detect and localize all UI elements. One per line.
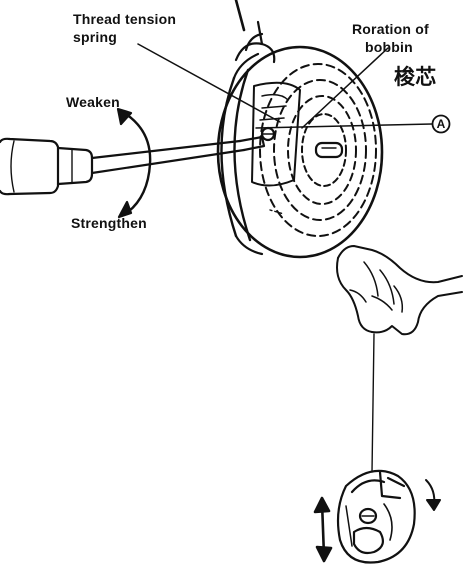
leader-lines xyxy=(138,44,432,128)
hanging-bobbin-case-illustration xyxy=(338,471,415,563)
label-bobbin: bobbin xyxy=(365,40,413,55)
hand-illustration xyxy=(337,246,462,334)
label-rotation-of: Roration of xyxy=(352,22,429,37)
label-weaken: Weaken xyxy=(66,95,120,110)
rotation-arrow xyxy=(118,109,150,217)
curved-arrow xyxy=(426,480,440,510)
label-chinese-bobbin: 梭芯 xyxy=(394,66,436,88)
thread-line xyxy=(372,334,374,472)
bobbin-case-illustration xyxy=(218,0,382,257)
label-spring: spring xyxy=(73,30,117,45)
label-thread-tension: Thread tension xyxy=(73,12,176,27)
bounce-arrow xyxy=(315,498,331,561)
marker-a-label: A xyxy=(432,118,450,130)
label-strengthen: Strengthen xyxy=(71,216,147,231)
